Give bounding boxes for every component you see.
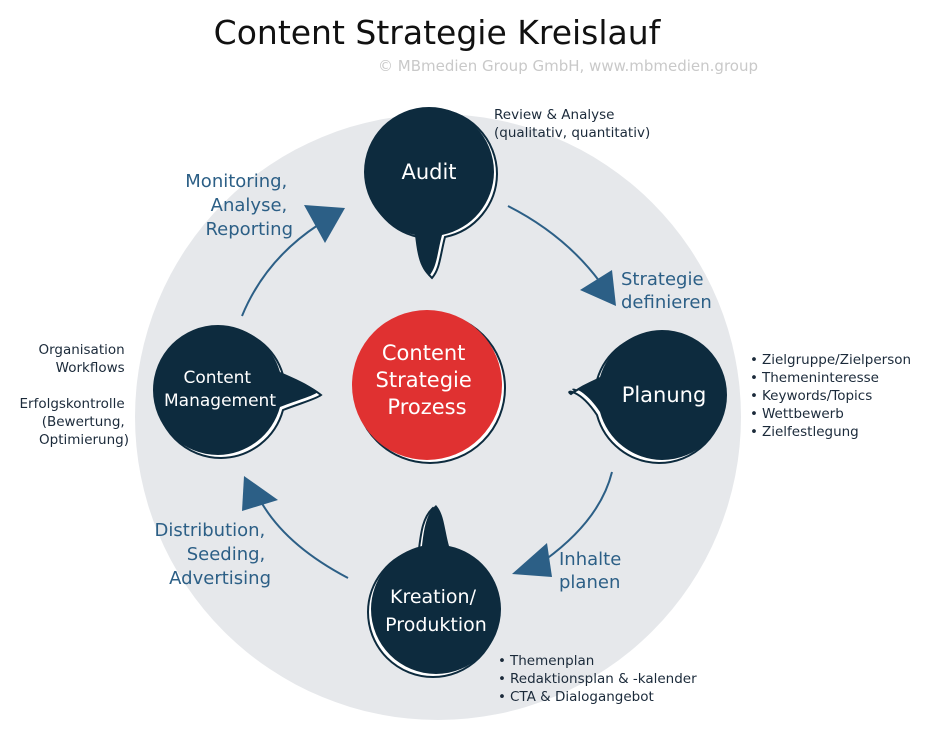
node-planung: Planung [568, 330, 727, 465]
arc-kreation-to-content-management [259, 499, 349, 579]
center-node: Content Strategie Prozess [352, 310, 506, 464]
arrow-label-inhalte: Inhalte planen [559, 549, 627, 593]
bullet-text: Keywords/Topics [762, 388, 872, 404]
node-content-management-label: Content Management [164, 368, 276, 411]
bullet-text: Themenplan [509, 653, 594, 669]
copyright-notice: © MBmedien Group GmbH, www.mbmedien.grou… [378, 57, 758, 75]
bullet-item: • [498, 653, 506, 669]
node-content-management: Content Management [153, 325, 323, 460]
arrow-label-monitoring: Monitoring, Analyse, Reporting [185, 171, 293, 240]
arc-content-management-to-audit [241, 224, 319, 317]
arrowhead-inhalte [512, 543, 552, 577]
bullet-item: • [750, 388, 758, 404]
arrow-label-distribution: Distribution, Seeding, Advertising [155, 520, 271, 589]
node-kreation: Kreation/ Produktion [366, 505, 501, 678]
bullet-item: • [498, 689, 506, 705]
bullets-planung: • Zielgruppe/Zielperson • Themeninteress… [750, 352, 911, 440]
bullet-text: Zielgruppe/Zielperson [762, 352, 911, 368]
bullet-text: Wettbewerb [762, 406, 844, 422]
bullet-item: • [750, 370, 758, 386]
arc-audit-to-planung [507, 205, 601, 283]
bullet-item: • [750, 352, 758, 368]
bullet-text: Zielfestlegung [762, 424, 859, 440]
node-audit-label: Audit [401, 160, 456, 184]
bullet-item: • [498, 671, 506, 687]
arrowhead-monitoring [304, 205, 345, 243]
bullet-item: • [750, 406, 758, 422]
arrow-label-strategie: Strategie definieren [621, 269, 712, 313]
bullet-item: • [750, 424, 758, 440]
node-audit: Audit [364, 107, 499, 280]
center-node-label: Content Strategie Prozess [376, 341, 479, 419]
note-content-management: Organisation Workflows Erfolgskontrolle … [19, 342, 129, 448]
arrowhead-strategie [580, 270, 616, 306]
node-kreation-label: Kreation/ Produktion [385, 586, 487, 636]
node-planung-label: Planung [622, 383, 707, 407]
arrowhead-distribution [242, 476, 278, 511]
bullet-text: CTA & Dialogangebot [510, 689, 654, 705]
arc-planung-to-kreation [544, 471, 613, 561]
note-audit: Review & Analyse (qualitativ, quantitati… [494, 107, 650, 141]
cycle-arcs [241, 205, 613, 579]
bullet-text: Themeninteresse [761, 370, 879, 386]
bullet-text: Redaktionsplan & -kalender [510, 671, 697, 687]
bullets-kreation: • Themenplan • Redaktionsplan & -kalende… [498, 653, 697, 705]
page-title: Content Strategie Kreislauf [214, 13, 662, 52]
